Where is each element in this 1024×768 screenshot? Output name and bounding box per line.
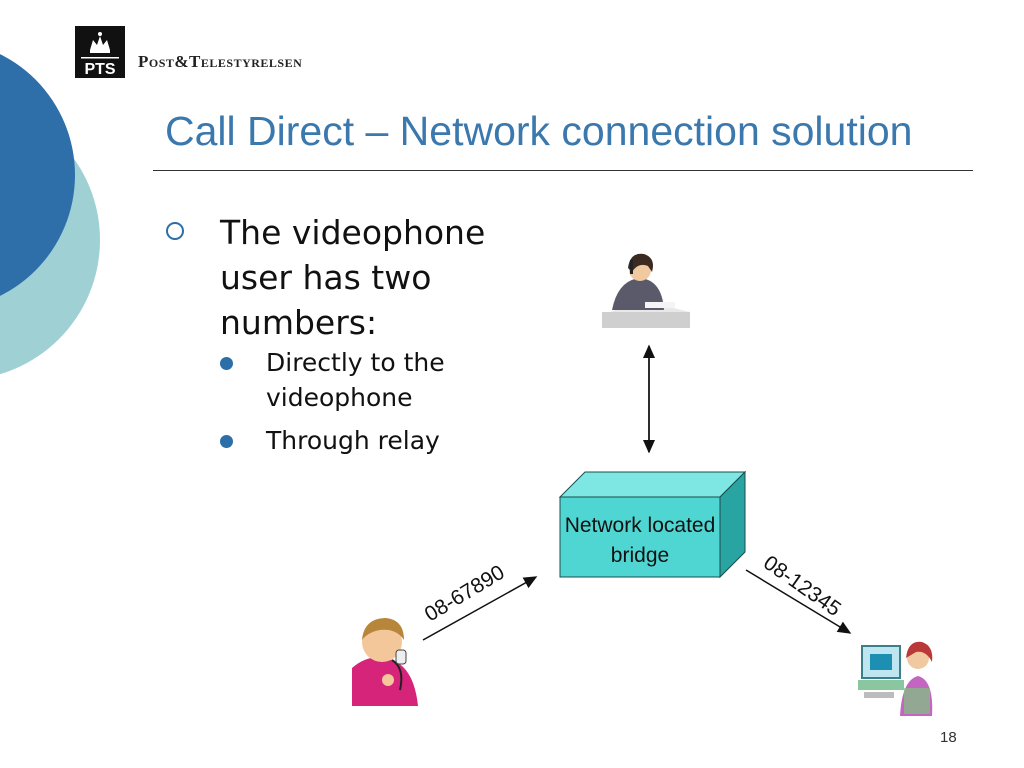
bridge-box (558, 470, 747, 579)
boy-on-phone-icon (352, 618, 418, 706)
bullet-dot-icon (220, 435, 233, 448)
sub-bullet-relay: Through relay (266, 426, 440, 455)
bridge-label: Network located bridge (564, 514, 716, 567)
woman-at-desk-icon (602, 253, 690, 328)
slide-number: 18 (940, 729, 957, 746)
bullet-main: The videophone user has two numbers: (220, 213, 486, 342)
woman-at-computer-icon (858, 641, 933, 716)
sub-bullet-direct: Directly to the videophone (266, 348, 445, 412)
bullet-dot-icon (220, 357, 233, 370)
logo-wordmark: Post&Telestyrelsen (138, 52, 303, 71)
bullet-ring-icon (166, 222, 184, 240)
crown-icon: PTS (81, 32, 119, 78)
decorative-circles (0, 54, 100, 375)
slide-title: Call Direct – Network connection solutio… (165, 108, 913, 154)
logo-mark: PTS (84, 61, 115, 78)
title-divider (153, 170, 973, 171)
pts-logo: PTS (75, 26, 125, 78)
